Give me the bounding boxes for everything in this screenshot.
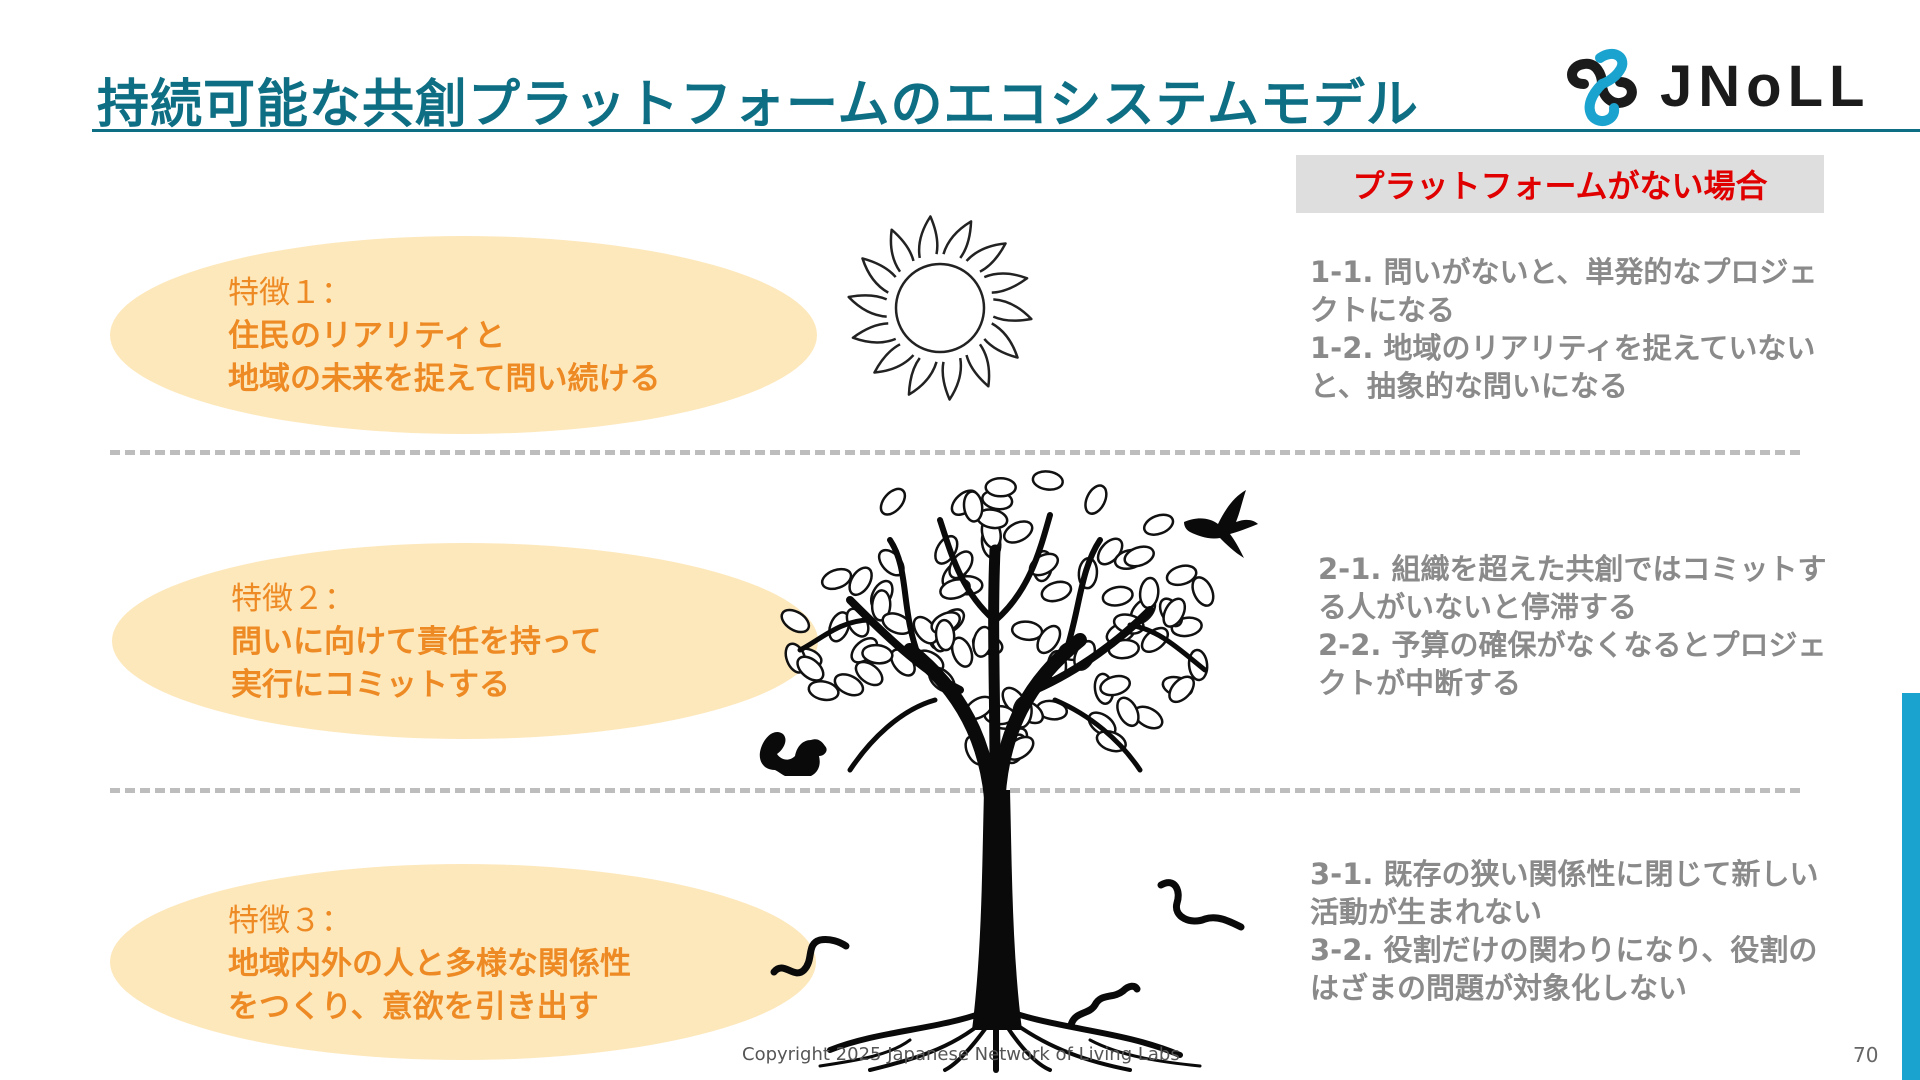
no-platform-header-text: プラットフォームがない場合 [1352, 167, 1768, 205]
feature-1-text: 特徴１： 住民のリアリティと 地域の未来を捉えて問い続ける [228, 272, 660, 401]
feature-2-desc-line-1: 問いに向けて責任を持って [231, 624, 602, 660]
issue-1-2: 1-2. 地域のリアリティを捉えていないと、抽象的な問いになる [1310, 331, 1816, 403]
no-platform-header: プラットフォームがない場合 [1296, 155, 1824, 213]
logo-mark-icon [1567, 48, 1637, 127]
feature-3-desc-line-2: をつくり、意欲を引き出す [228, 989, 599, 1025]
logo-text: JNoLL [1660, 54, 1870, 119]
worm-icon-bottom [1067, 982, 1141, 1029]
tree-branches [797, 512, 1208, 817]
feature-1-ellipse [110, 236, 817, 434]
tree-roots [818, 1007, 1202, 1073]
feature-2-label: 特徴２： [231, 581, 355, 617]
issue-3-2: 3-2. 役割だけの関わりになり、役割のはざまの問題が対象化しない [1310, 933, 1818, 1005]
feature-1-desc-line-2: 地域の未来を捉えて問い続ける [228, 361, 661, 397]
worm-icon-left [770, 936, 850, 977]
copyright-footer: Copyright 2025 Japanese Network of Livin… [742, 1044, 1180, 1065]
issues-group-3: 3-1. 既存の狭い関係性に閉じて新しい活動が生まれない 3-2. 役割だけの関… [1310, 855, 1830, 1007]
issue-2-1: 2-1. 組織を超えた共創ではコミットする人がいないと停滞する [1318, 552, 1827, 624]
tree-illustration [780, 470, 1215, 1073]
page-title: 持続可能な共創プラットフォームのエコシステムモデル [97, 75, 1419, 135]
title-underline [92, 129, 1920, 132]
squirrel-icon [759, 731, 827, 776]
feature-2-ellipse [112, 543, 818, 739]
feature-3-ellipse [110, 864, 816, 1060]
feature-3-desc-line-1: 地域内外の人と多様な関係性 [228, 946, 631, 982]
feature-1-desc-line-1: 住民のリアリティと [228, 318, 506, 354]
issue-2-2: 2-2. 予算の確保がなくなるとプロジェクトが中断する [1318, 628, 1827, 700]
feature-2-text: 特徴２： 問いに向けて責任を持って 実行にコミットする [231, 578, 601, 707]
feature-3-text: 特徴３： 地域内外の人と多様な関係性 をつくり、意欲を引き出す [228, 900, 631, 1029]
issue-3-1: 3-1. 既存の狭い関係性に閉じて新しい活動が生まれない [1310, 857, 1819, 929]
accent-side-bar [1902, 693, 1920, 1080]
page-number: 70 [1853, 1043, 1879, 1067]
tree-trunk [972, 790, 1022, 1030]
sun-icon [847, 215, 1033, 401]
jnoll-logo: JNoLL [1567, 48, 1870, 127]
feature-3-label: 特徴３： [228, 903, 352, 939]
issues-group-1: 1-1. 問いがないと、単発的なプロジェクトになる 1-2. 地域のリアリティを… [1310, 253, 1830, 405]
feature-2-desc-line-2: 実行にコミットする [231, 667, 510, 703]
worm-icon-right [1157, 879, 1245, 931]
bird-icon [1184, 490, 1258, 558]
section-divider-1 [110, 450, 1800, 455]
issues-group-2: 2-1. 組織を超えた共創ではコミットする人がいないと停滞する 2-2. 予算の… [1318, 550, 1838, 702]
issue-1-1: 1-1. 問いがないと、単発的なプロジェクトになる [1310, 255, 1818, 327]
section-divider-2 [110, 788, 1800, 793]
feature-1-label: 特徴１： [228, 275, 352, 311]
